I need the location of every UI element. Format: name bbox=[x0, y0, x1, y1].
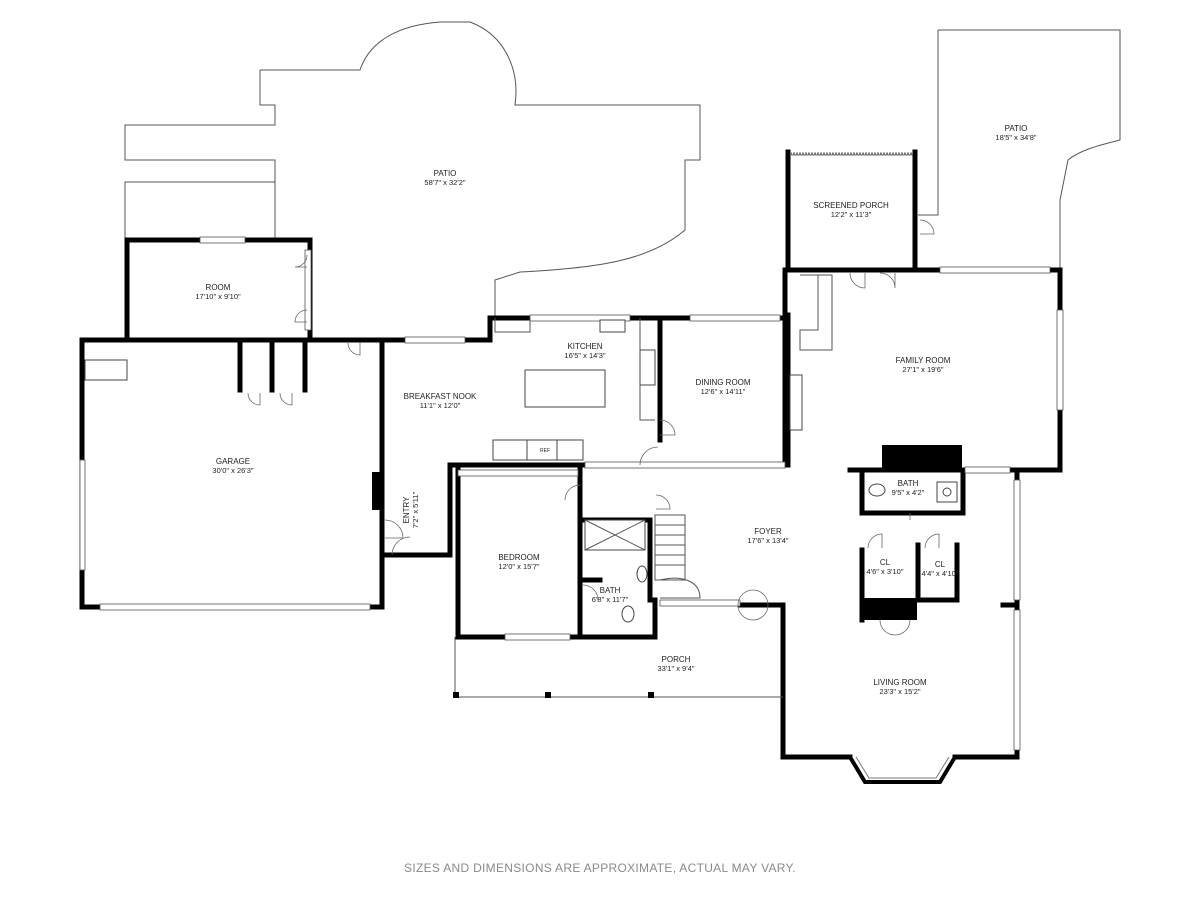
family-room-name: FAMILY ROOM bbox=[896, 356, 951, 365]
closet-2-dims: 4'4" x 4'10" bbox=[922, 569, 959, 578]
entry-dims: 7'2" x 5'11" bbox=[411, 491, 420, 528]
porch-outline bbox=[453, 637, 783, 698]
patio-right-dims: 18'5" x 34'8" bbox=[995, 133, 1036, 142]
bath-small-name: BATH bbox=[600, 586, 621, 595]
screened-porch-dims: 12'2" x 11'3" bbox=[831, 210, 872, 219]
dining-room-dims: 12'6" x 14'11" bbox=[701, 387, 746, 396]
bath-family-dims: 9'5" x 4'2" bbox=[892, 488, 925, 497]
porch-dims: 33'1" x 9'4" bbox=[658, 664, 695, 673]
ref-label: REF bbox=[540, 448, 550, 454]
living-room-dims: 23'3" x 15'2" bbox=[879, 687, 920, 696]
garage-name: GARAGE bbox=[216, 457, 250, 466]
windows bbox=[79, 236, 1064, 751]
room-labels: PATIO 58'7" x 32'2" PATIO 18'5" x 34'8" … bbox=[195, 124, 1037, 696]
screened-porch-name: SCREENED PORCH bbox=[813, 201, 889, 210]
fireplace-living bbox=[862, 598, 917, 620]
bath-small-dims: 6'8" x 11'7" bbox=[592, 595, 629, 604]
family-fixtures bbox=[789, 274, 833, 431]
living-room-name: LIVING ROOM bbox=[873, 678, 927, 687]
patio-main-outline bbox=[124, 21, 701, 318]
bedroom-name: BEDROOM bbox=[498, 553, 540, 562]
staircase bbox=[654, 514, 701, 599]
closet-2-name: CL bbox=[935, 560, 946, 569]
porch-name: PORCH bbox=[662, 655, 691, 664]
closet-1-name: CL bbox=[880, 558, 891, 567]
patio-right-name: PATIO bbox=[1005, 124, 1028, 133]
patio-right-outline bbox=[918, 29, 1121, 270]
disclaimer: SIZES AND DIMENSIONS ARE APPROXIMATE, AC… bbox=[404, 861, 796, 875]
breakfast-nook-dims: 11'1" x 12'0" bbox=[420, 401, 461, 410]
garage-dims: 30'0" x 26'3" bbox=[212, 466, 253, 475]
foyer-name: FOYER bbox=[754, 527, 782, 536]
room-dims: 17'10" x 9'10" bbox=[195, 292, 241, 301]
bay-window bbox=[848, 755, 957, 784]
room-name: ROOM bbox=[206, 283, 231, 292]
dining-room-name: DINING ROOM bbox=[695, 378, 750, 387]
closet-1-dims: 4'6" x 3'10" bbox=[867, 567, 904, 576]
garage-shelf bbox=[84, 359, 128, 381]
bedroom-dims: 12'0" x 15'7" bbox=[498, 562, 539, 571]
fireplace-family bbox=[882, 445, 962, 470]
breakfast-nook-name: BREAKFAST NOOK bbox=[404, 392, 477, 401]
entry-name: ENTRY bbox=[402, 496, 411, 524]
bath-fixtures bbox=[584, 481, 958, 623]
garage-post bbox=[372, 472, 382, 510]
patio-main-dims: 58'7" x 32'2" bbox=[424, 178, 465, 187]
kitchen-dims: 16'5" x 14'3" bbox=[564, 351, 605, 360]
family-room-dims: 27'1" x 19'6" bbox=[902, 365, 943, 374]
kitchen-name: KITCHEN bbox=[567, 342, 602, 351]
doors bbox=[247, 219, 940, 636]
foyer-dims: 17'6" x 13'4" bbox=[747, 536, 788, 545]
patio-main-name: PATIO bbox=[434, 169, 457, 178]
bath-family-name: BATH bbox=[898, 479, 919, 488]
kitchen-fixtures bbox=[492, 318, 656, 461]
